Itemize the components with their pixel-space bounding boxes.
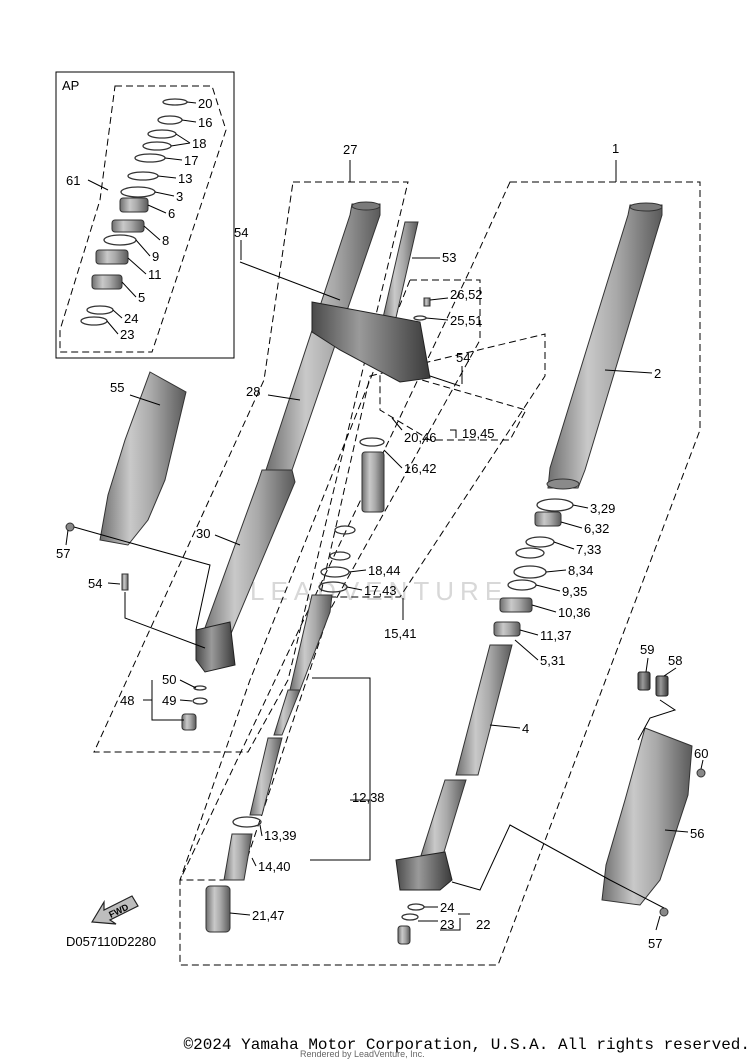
label-ap-3: 3 [176, 189, 183, 204]
label-11-37: 11,37 [540, 628, 572, 643]
label-ap-24: 24 [124, 311, 138, 326]
label-18-44: 18,44 [368, 563, 401, 578]
part-4-inner-tube [395, 644, 513, 891]
label-20-46: 20,46 [404, 430, 437, 445]
label-57-right: 57 [648, 936, 662, 951]
label-17-43: 17,43 [364, 583, 397, 598]
label-28: 28 [246, 384, 260, 399]
part-53-steering-stem [311, 221, 431, 383]
label-2: 2 [654, 366, 661, 381]
group-27-outline [93, 181, 409, 753]
label-9-35: 9,35 [562, 584, 587, 599]
label-ap-23: 23 [120, 327, 134, 342]
label-57-left: 57 [56, 546, 70, 561]
label-ap-9: 9 [152, 249, 159, 264]
ap-kit-parts [80, 98, 188, 326]
label-ap-13: 13 [178, 171, 192, 186]
ap-kit-leaders [87, 101, 197, 335]
label-3-29: 3,29 [590, 501, 615, 516]
watermark: LEADVENTURE [250, 576, 508, 606]
label-21-47: 21,47 [252, 908, 285, 923]
diagram-code: D057110D2280 [66, 934, 156, 949]
label-ap-61: 61 [66, 173, 80, 188]
label-1: 1 [612, 141, 619, 156]
label-50: 50 [162, 672, 176, 687]
fwd-arrow-icon: FWD [90, 895, 139, 925]
label-14-40: 14,40 [258, 859, 291, 874]
right-bottom-parts [397, 903, 425, 945]
label-5-31: 5,31 [540, 653, 565, 668]
label-55: 55 [110, 380, 124, 395]
label-49: 49 [162, 693, 176, 708]
part-12-38-damper-rod [249, 594, 333, 816]
label-30: 30 [196, 526, 210, 541]
label-58: 58 [668, 653, 682, 668]
ap-kit-box [55, 71, 235, 359]
label-12-38: 12,38 [352, 790, 385, 805]
label-60: 60 [694, 746, 708, 761]
label-48: 48 [120, 693, 134, 708]
label-ap-16: 16 [198, 115, 212, 130]
label-25-51: 25,51 [450, 313, 483, 328]
parts-48-50 [181, 685, 208, 731]
label-16-42: 16,42 [404, 461, 437, 476]
label-ap-20: 20 [198, 96, 212, 111]
label-23: 23 [440, 917, 454, 932]
part-55-fork-guard [99, 371, 187, 546]
part-56-fork-guard [601, 727, 693, 906]
label-54-left: 54 [88, 576, 102, 591]
label-ap-6: 6 [168, 206, 175, 221]
label-13-39: 13,39 [264, 828, 297, 843]
group-15-41-outline [319, 333, 546, 598]
label-4: 4 [522, 721, 529, 736]
part-2-outer-tube [546, 202, 663, 490]
parts-58-59 [637, 671, 669, 697]
part-21-47-filter [205, 885, 231, 933]
label-59: 59 [640, 642, 654, 657]
label-26-52: 26,52 [450, 287, 483, 302]
label-10-36: 10,36 [558, 605, 591, 620]
label-ap-11: 11 [148, 267, 162, 282]
ap-kit-group: AP [55, 71, 235, 359]
label-27: 27 [343, 142, 357, 157]
parts-26-25 [413, 297, 431, 321]
parts-13-14 [223, 816, 262, 881]
label-22: 22 [476, 917, 490, 932]
right-seal-leaders [514, 504, 589, 661]
label-ap-17: 17 [184, 153, 198, 168]
label-15-41: 15,41 [384, 626, 417, 641]
label-8-34: 8,34 [568, 563, 593, 578]
label-ap-18: 18 [192, 136, 206, 151]
label-19-45: 19,45 [462, 426, 495, 441]
label-6-32: 6,32 [584, 521, 609, 536]
ap-kit-label: AP [62, 78, 79, 93]
copyright-text: ©2024 Yamaha Motor Corporation, U.S.A. A… [183, 1036, 750, 1054]
group-inner-outline [179, 279, 481, 881]
label-53: 53 [442, 250, 456, 265]
label-ap-8: 8 [162, 233, 169, 248]
rendered-by-text: Rendered by LeadVenture, Inc. [300, 1049, 425, 1059]
label-7-33: 7,33 [576, 542, 601, 557]
label-54-mid: 54 [456, 350, 470, 365]
label-ap-5: 5 [138, 290, 145, 305]
group-19-45-outline [379, 367, 527, 441]
label-56: 56 [690, 826, 704, 841]
label-24: 24 [440, 900, 454, 915]
label-54-top: 54 [234, 225, 248, 240]
